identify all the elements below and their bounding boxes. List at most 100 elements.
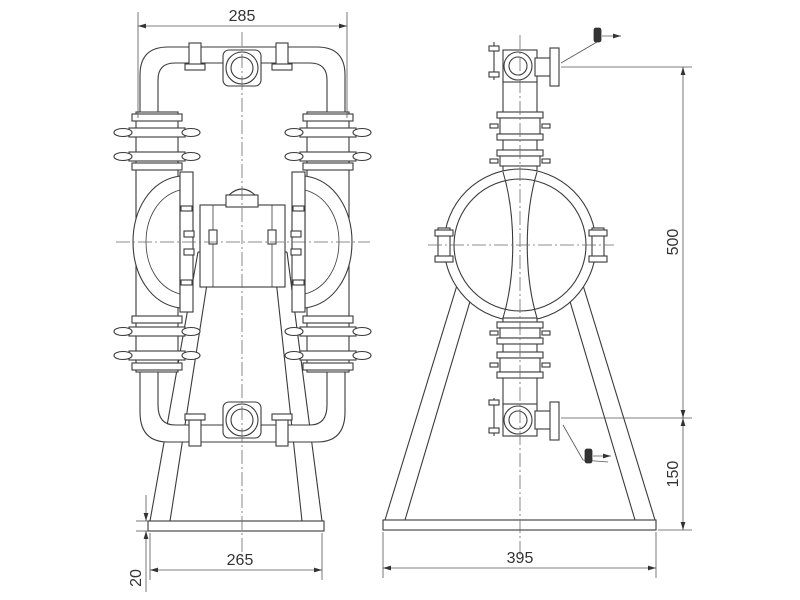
front-view: 285 265 20 bbox=[113, 8, 372, 592]
clamp-wing-nut bbox=[284, 326, 304, 337]
dimension-label-inlet-height: 150 bbox=[665, 461, 682, 488]
clamp-ear bbox=[489, 123, 499, 129]
dimension-label-outlet-height: 500 bbox=[665, 229, 682, 256]
outlet-branch-pipe bbox=[534, 57, 552, 77]
bolt-nut bbox=[267, 229, 277, 245]
bolt-nut bbox=[183, 248, 195, 256]
clamp-wing-nut bbox=[181, 350, 201, 361]
clamp-wing-nut bbox=[352, 326, 372, 337]
clamp-band bbox=[128, 151, 186, 162]
bolt-nut bbox=[290, 248, 302, 256]
outlet-flow-arrow-icon bbox=[560, 27, 621, 64]
clamp-bolt bbox=[271, 413, 293, 421]
clamp-bolt bbox=[184, 63, 206, 71]
bolt-nut bbox=[434, 229, 454, 237]
clamp-ear bbox=[541, 158, 551, 164]
valve-ring bbox=[302, 113, 354, 122]
dimension-label: 395 bbox=[507, 550, 534, 567]
side-base-plate bbox=[382, 519, 657, 531]
clamp-bolt bbox=[271, 63, 293, 71]
chamber-shell bbox=[304, 175, 353, 309]
dimension-label: 265 bbox=[227, 552, 254, 569]
clamp-wing-nut bbox=[284, 350, 304, 361]
clamp-ear bbox=[541, 362, 551, 368]
clamp-wing-nut bbox=[352, 127, 372, 138]
bolt-nut bbox=[290, 230, 302, 238]
clamp-wing-nut bbox=[352, 350, 372, 361]
outlet-flow-symbol bbox=[593, 27, 602, 43]
valve-ring bbox=[131, 362, 183, 371]
clamp-wing-nut bbox=[113, 127, 133, 138]
valve-ring bbox=[302, 162, 354, 171]
bolt-nut bbox=[183, 230, 195, 238]
front-right-lower-valve-stack bbox=[284, 315, 372, 371]
clamp-wing-nut bbox=[284, 151, 304, 162]
valve-ring bbox=[131, 113, 183, 122]
dimension-side-heights: 500 150 bbox=[561, 66, 692, 531]
valve-ring bbox=[131, 162, 183, 171]
clamp-band bbox=[128, 326, 186, 337]
clamp-wing-nut bbox=[113, 350, 133, 361]
front-outlet-manifold-clamp-right bbox=[271, 42, 293, 71]
front-left-upper-valve-stack bbox=[113, 113, 201, 171]
front-outlet-manifold-clamp-left bbox=[184, 42, 206, 71]
tee-bore bbox=[508, 410, 528, 430]
tee-ring bbox=[503, 51, 533, 81]
center-body-housing bbox=[199, 204, 286, 288]
dimension-label: 285 bbox=[229, 8, 256, 25]
clamp-band bbox=[188, 42, 202, 68]
bolt-nut bbox=[180, 205, 193, 212]
clamp-band bbox=[128, 350, 186, 361]
bolt-nut bbox=[434, 255, 454, 263]
bolt-nut bbox=[208, 229, 218, 245]
dimension-side-base-width: 395 bbox=[382, 532, 657, 578]
side-view: 500 150 395 bbox=[382, 27, 692, 578]
bolt-nut bbox=[292, 205, 305, 212]
dimension-label: 20 bbox=[128, 569, 145, 587]
bolt-nut bbox=[488, 71, 500, 78]
side-stand-left-leg-inner bbox=[404, 287, 475, 521]
bolt-nut bbox=[488, 45, 500, 52]
side-stand-right-leg-inner bbox=[565, 287, 636, 521]
clamp-band bbox=[128, 127, 186, 138]
clamp-ear bbox=[489, 158, 499, 164]
clamp-band bbox=[299, 326, 357, 337]
front-inlet-manifold-clamp-left bbox=[184, 413, 206, 447]
clamp-ear bbox=[541, 330, 551, 336]
clamp-ear bbox=[489, 330, 499, 336]
inlet-flow-symbol bbox=[584, 448, 593, 464]
clamp-band bbox=[299, 127, 357, 138]
bolt-nut bbox=[588, 229, 608, 237]
dimension-front-base-thickness: 20 bbox=[128, 495, 149, 592]
front-stand-right-leg-inner bbox=[272, 251, 303, 522]
front-stand-left-leg-inner bbox=[169, 251, 213, 522]
side-stand-right-leg-outer bbox=[581, 281, 656, 521]
dimension-front-base-width: 265 bbox=[149, 533, 323, 580]
bolt-nut bbox=[588, 255, 608, 263]
clamp-band bbox=[275, 42, 289, 68]
clamp-wing-nut bbox=[181, 151, 201, 162]
inlet-flow-arrow-icon bbox=[562, 424, 611, 464]
side-stand-left-leg-outer bbox=[384, 281, 459, 521]
clamp-wing-nut bbox=[113, 151, 133, 162]
bolt-nut bbox=[292, 279, 305, 286]
front-right-upper-valve-stack bbox=[284, 113, 372, 171]
outlet-leader-line bbox=[560, 41, 598, 64]
bolt-nut bbox=[488, 427, 500, 434]
side-stand bbox=[382, 281, 657, 531]
tee-ring bbox=[503, 405, 533, 435]
clamp-band bbox=[299, 151, 357, 162]
valve-ring bbox=[302, 315, 354, 324]
front-inlet-manifold-clamp-right bbox=[271, 413, 293, 447]
clamp-bolt bbox=[184, 413, 206, 421]
inlet-flange bbox=[549, 401, 560, 441]
clamp-wing-nut bbox=[284, 127, 304, 138]
inlet-branch-pipe bbox=[534, 410, 552, 430]
bolt-nut bbox=[488, 399, 500, 406]
bolt-nut bbox=[180, 279, 193, 286]
clamp-band bbox=[275, 419, 289, 447]
clamp-wing-nut bbox=[352, 151, 372, 162]
clamp-wing-nut bbox=[113, 326, 133, 337]
